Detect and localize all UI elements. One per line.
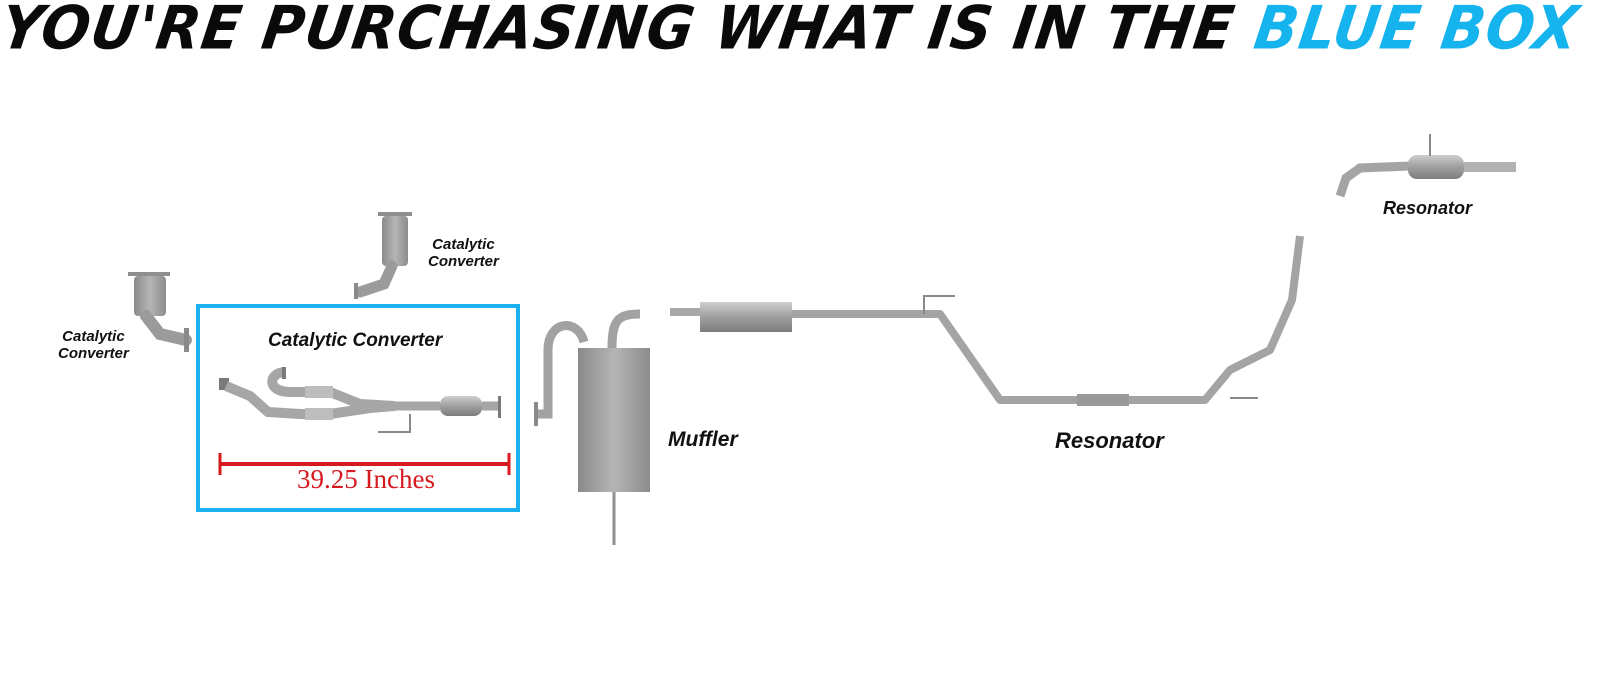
catalytic-converter-left-part <box>128 272 192 352</box>
catalytic-converter-y-pipe-part <box>219 367 501 433</box>
catalytic-converter-top-label: Catalytic Converter <box>428 236 499 271</box>
purchase-highlight-box <box>196 304 520 512</box>
measurement-bar <box>218 453 511 475</box>
catalytic-converter-left-line2: Converter <box>58 345 129 363</box>
catalytic-converter-top-line1: Catalytic <box>432 236 495 253</box>
catalytic-converter-boxed-label: Catalytic Converter <box>268 330 443 351</box>
catalytic-converter-left-line1: Catalytic <box>62 328 125 345</box>
catalytic-converter-left-label: Catalytic Converter <box>58 328 129 363</box>
muffler-label: Muffler <box>668 428 738 451</box>
measurement-label: 39.25 Inches <box>297 464 435 494</box>
resonator-tail-label: Resonator <box>1383 198 1473 218</box>
catalytic-converter-top-line2: Converter <box>428 253 499 271</box>
resonator-tail-part <box>1335 134 1516 198</box>
muffler-part <box>534 309 650 545</box>
resonator-mid-part <box>670 235 1304 406</box>
catalytic-converter-top-part <box>354 212 412 299</box>
resonator-mid-label: Resonator <box>1055 428 1164 453</box>
